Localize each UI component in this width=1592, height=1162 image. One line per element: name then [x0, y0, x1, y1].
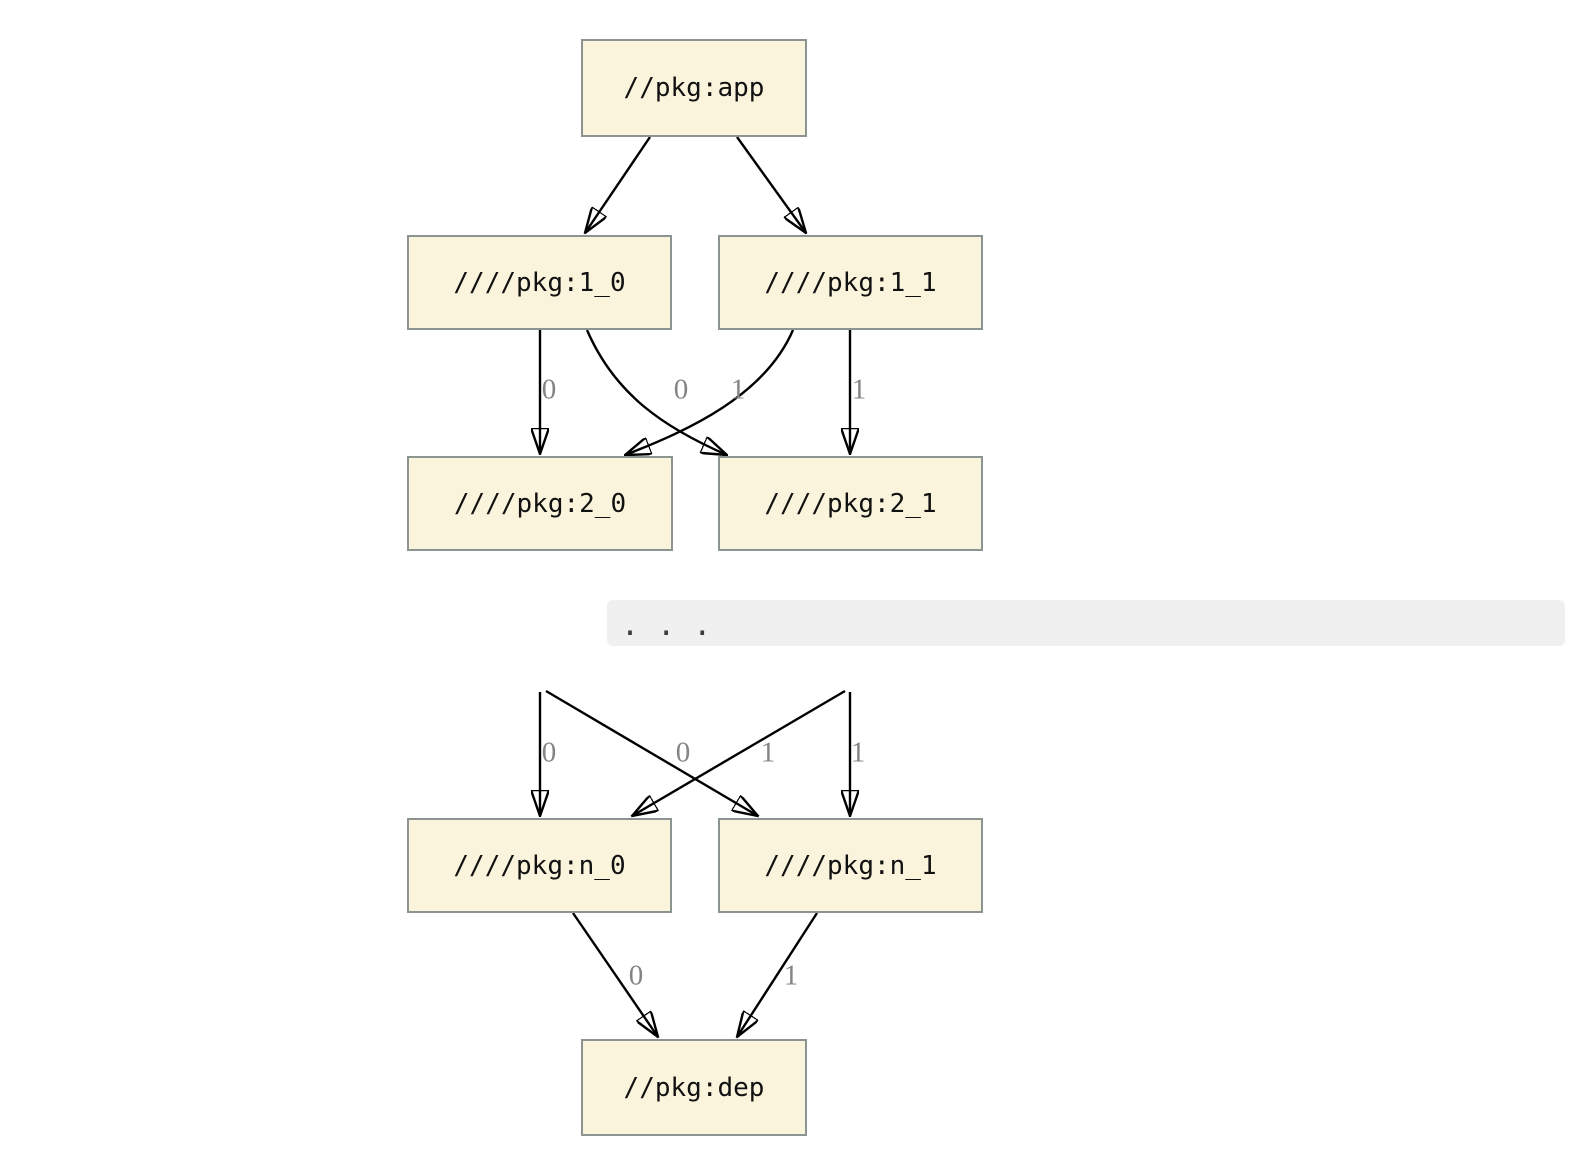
edge-hidden-to-n-1-cross — [545, 689, 758, 816]
edge-label: 0 — [541, 736, 557, 769]
node-pkg-dep-label: //pkg:dep — [623, 1072, 765, 1103]
node-pkg-app-label: //pkg:app — [623, 73, 765, 103]
node-pkg-1-1: ////pkg:1_1 — [718, 235, 983, 330]
node-pkg-2-1: ////pkg:2_1 — [718, 456, 983, 551]
edge-label: 0 — [673, 373, 689, 406]
edge-1-0-to-2-1 — [585, 329, 727, 455]
node-pkg-app: //pkg:app — [581, 39, 807, 137]
node-pkg-1-1-label: ////pkg:1_1 — [764, 267, 937, 298]
edge-label: 1 — [760, 736, 776, 769]
edge-app-to-1-0 — [585, 136, 651, 233]
node-pkg-2-0: ////pkg:2_0 — [407, 456, 673, 551]
node-pkg-1-0: ////pkg:1_0 — [407, 235, 672, 330]
node-pkg-n-1-label: ////pkg:n_1 — [764, 850, 937, 881]
node-pkg-n-0-label: ////pkg:n_0 — [453, 850, 626, 881]
edge-1-1-to-2-0 — [625, 329, 795, 455]
edge-label: 1 — [851, 373, 867, 406]
edge-n-1-to-dep — [737, 912, 819, 1037]
node-pkg-1-0-label: ////pkg:1_0 — [453, 267, 626, 298]
code-block-ellipsis-text: . . . — [621, 608, 712, 643]
node-pkg-dep: //pkg:dep — [581, 1039, 807, 1136]
edge-label: 1 — [850, 736, 866, 769]
node-pkg-n-0: ////pkg:n_0 — [407, 818, 672, 913]
edge-n-0-to-dep — [572, 912, 658, 1037]
edge-app-to-1-1 — [736, 136, 806, 233]
node-pkg-2-1-label: ////pkg:2_1 — [764, 488, 937, 519]
node-pkg-n-1: ////pkg:n_1 — [718, 818, 983, 913]
edge-label: 0 — [628, 959, 644, 992]
edge-hidden-to-n-0-cross — [632, 689, 846, 816]
edge-label: 1 — [730, 373, 746, 406]
code-block-ellipsis: . . . — [607, 600, 1565, 646]
edge-label: 1 — [783, 959, 799, 992]
edge-label: 0 — [675, 736, 691, 769]
node-pkg-2-0-label: ////pkg:2_0 — [453, 488, 627, 519]
edge-label: 0 — [541, 373, 557, 406]
